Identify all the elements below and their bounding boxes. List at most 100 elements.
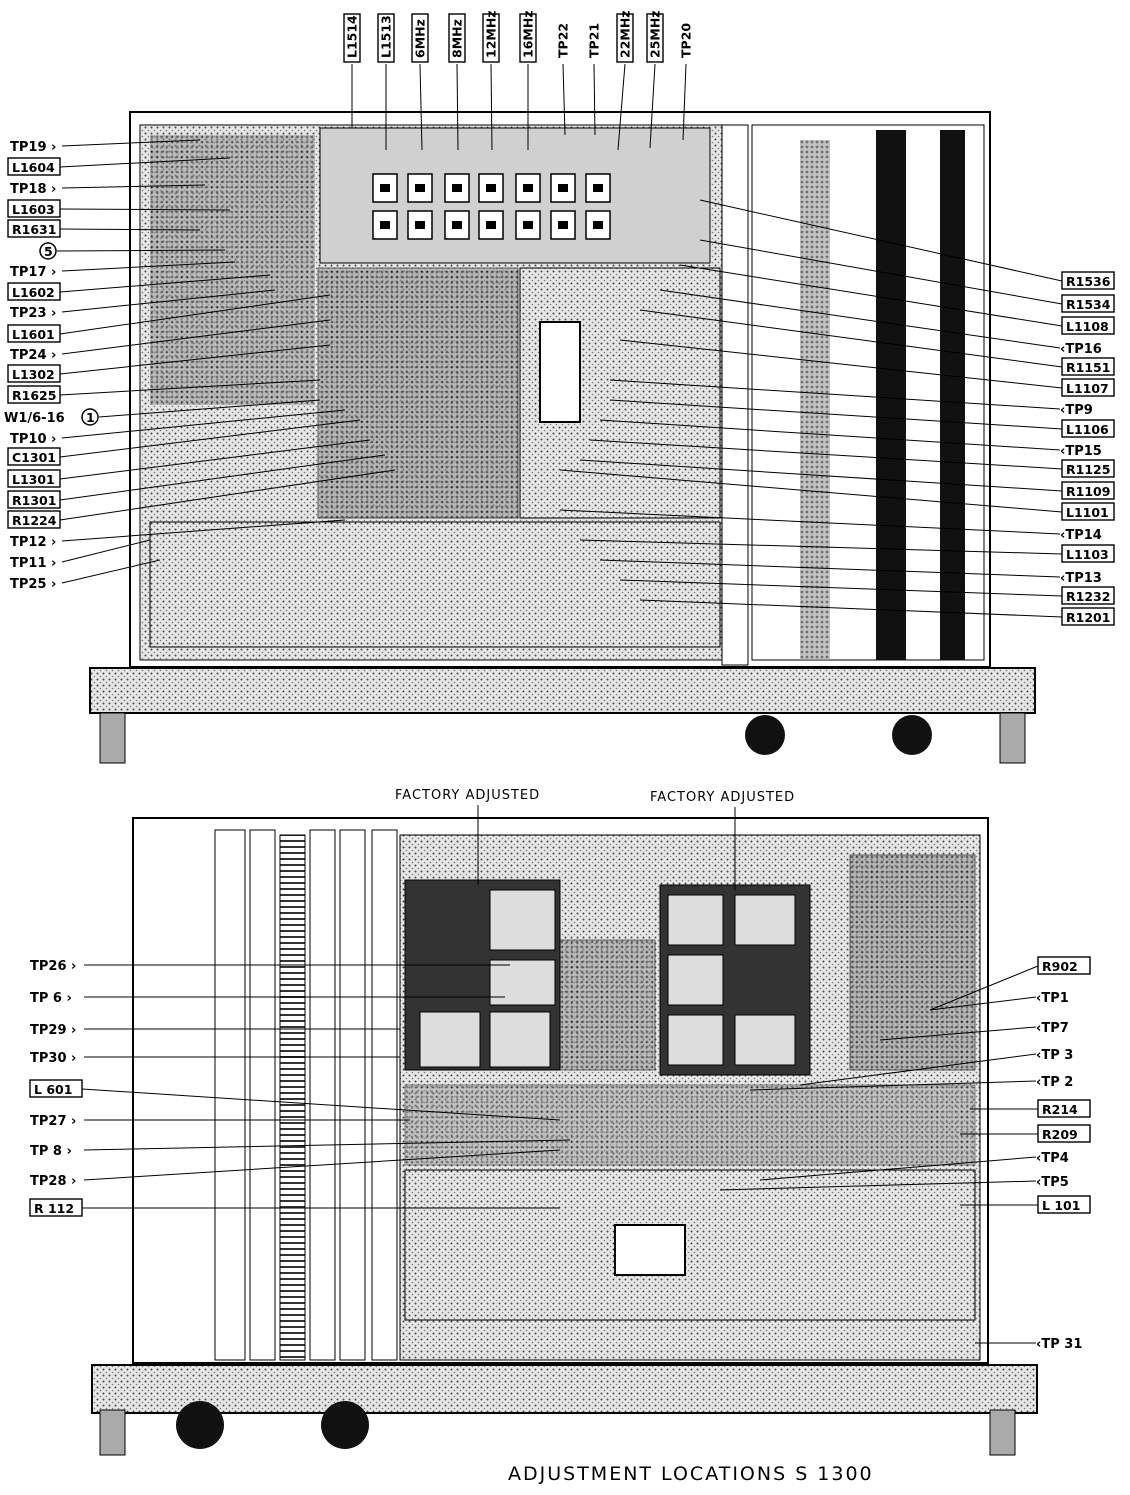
label-text: ‹TP9 <box>1060 403 1093 418</box>
label-l1103: L1103 <box>579 539 1115 563</box>
label-text: TP17 › <box>10 265 56 280</box>
label-text: TP27 › <box>30 1114 76 1129</box>
lower-chassis <box>91 817 1038 1456</box>
label-text: ‹TP5 <box>1036 1175 1069 1190</box>
label-frame <box>377 13 395 63</box>
label-6mhz: 6MHz <box>411 13 429 151</box>
label-tp26: TP26 › <box>30 959 510 974</box>
label-text: R1631 <box>12 222 56 237</box>
label-text: TP11 › <box>10 556 56 571</box>
label-w1-6-16: W1/6-16 <box>4 411 65 426</box>
label-text: FACTORY ADJUSTED <box>650 790 795 805</box>
label-text: R1151 <box>1066 360 1110 375</box>
label-text: TP29 › <box>30 1023 76 1038</box>
label-text: TP21 <box>587 23 602 58</box>
label-l1513: L1513 <box>377 13 395 150</box>
diagram-title: ADJUSTMENT LOCATIONS S 1300 <box>508 1463 874 1485</box>
label-r902: R902 <box>929 956 1091 1011</box>
label-l1108: L1108 <box>679 264 1115 335</box>
label-l1101: L1101 <box>559 469 1115 521</box>
label-text: L 601 <box>34 1082 72 1097</box>
label-tp25: TP25 › <box>10 559 161 592</box>
label-text: TP10 › <box>10 432 56 447</box>
label-tp28: TP28 › <box>30 1149 561 1189</box>
label-text: 22MHz <box>618 10 633 58</box>
label-5: 5 <box>39 242 226 260</box>
label-text: C1301 <box>12 450 56 465</box>
label-text: R 112 <box>34 1201 74 1216</box>
label-text: 5 <box>44 244 53 259</box>
label-tp10: TP10 › <box>10 409 346 447</box>
label-l1302: L1302 <box>7 344 331 383</box>
label-tp20: TP20 <box>679 23 694 141</box>
upper-chassis <box>89 111 1036 764</box>
label-tp24: TP24 › <box>10 319 331 363</box>
label-r209: R209 <box>960 1124 1091 1143</box>
label-text: 6MHz <box>413 19 428 58</box>
oscillator-can <box>407 210 433 240</box>
label-r1631: R1631 <box>7 219 201 238</box>
label-frame <box>1037 956 1091 975</box>
label-text: R1534 <box>1066 297 1111 312</box>
label-tp-3: ‹TP 3 <box>799 1048 1073 1086</box>
label-text: ‹TP 3 <box>1036 1048 1073 1063</box>
oscillator-cans <box>372 173 611 240</box>
label-text: L1302 <box>12 367 55 382</box>
label-text: 16MHz <box>521 10 536 58</box>
label-text: L1108 <box>1066 319 1109 334</box>
label-tp23: TP23 › <box>10 289 276 321</box>
label-text: TP25 › <box>10 577 56 592</box>
label-tp11: TP11 › <box>10 539 151 571</box>
label-l1601: L1601 <box>7 294 331 343</box>
label-r1625: R1625 <box>7 379 321 404</box>
label-text: 1 <box>86 410 95 425</box>
label-text: ‹TP 2 <box>1036 1075 1073 1090</box>
label-text: TP 6 › <box>30 991 72 1006</box>
label-text: TP23 › <box>10 306 56 321</box>
label-l-101: L 101 <box>960 1195 1091 1214</box>
label-r1534: R1534 <box>699 239 1115 313</box>
label-frame <box>411 13 429 63</box>
label-text: TP26 › <box>30 959 76 974</box>
label-tp1: ‹TP1 <box>929 991 1069 1011</box>
label-r1201: R1201 <box>639 599 1115 626</box>
label-text: R214 <box>1042 1102 1078 1117</box>
label-text: TP24 › <box>10 348 56 363</box>
label-tp15: ‹TP15 <box>599 419 1102 459</box>
label-text: L1604 <box>12 160 55 175</box>
label-text: TP28 › <box>30 1174 76 1189</box>
label-text: L1101 <box>1066 505 1109 520</box>
label-text: R902 <box>1042 959 1078 974</box>
label-l1603: L1603 <box>7 199 231 218</box>
label-tp4: ‹TP4 <box>759 1151 1069 1181</box>
label-text: L1301 <box>12 472 55 487</box>
label-text: TP 8 › <box>30 1144 72 1159</box>
label-12mhz: 12MHz <box>482 10 500 151</box>
label-tp12: TP12 › <box>10 519 346 550</box>
label-tp19: TP19 › <box>10 139 201 155</box>
label-factory-adjusted: FACTORY ADJUSTED <box>395 788 539 885</box>
label-text: R1536 <box>1066 274 1111 289</box>
label-tp18: TP18 › <box>10 182 206 197</box>
label-l1106: L1106 <box>609 399 1115 438</box>
label-r1125: R1125 <box>589 439 1115 478</box>
label-tp-31: ‹TP 31 <box>975 1337 1082 1352</box>
label-text: W1/6-16 <box>4 411 65 426</box>
label-l1604: L1604 <box>7 157 231 176</box>
label-text: R1224 <box>12 513 57 528</box>
label-text: L1601 <box>12 327 55 342</box>
label-tp5: ‹TP5 <box>719 1175 1069 1191</box>
label-l1301: L1301 <box>7 439 371 488</box>
label-tp14: ‹TP14 <box>559 509 1102 543</box>
label-text: R1125 <box>1066 462 1110 477</box>
label-r1536: R1536 <box>699 199 1115 290</box>
label-r1151: R1151 <box>639 309 1115 376</box>
label-22mhz: 22MHz <box>616 10 634 151</box>
label-text: TP20 <box>679 23 694 58</box>
label-frame <box>343 13 361 63</box>
label-frame <box>646 13 664 63</box>
label-factory-adjusted: FACTORY ADJUSTED <box>650 790 795 890</box>
label-tp17: TP17 › <box>10 261 236 280</box>
label-text: ‹TP1 <box>1036 991 1069 1006</box>
